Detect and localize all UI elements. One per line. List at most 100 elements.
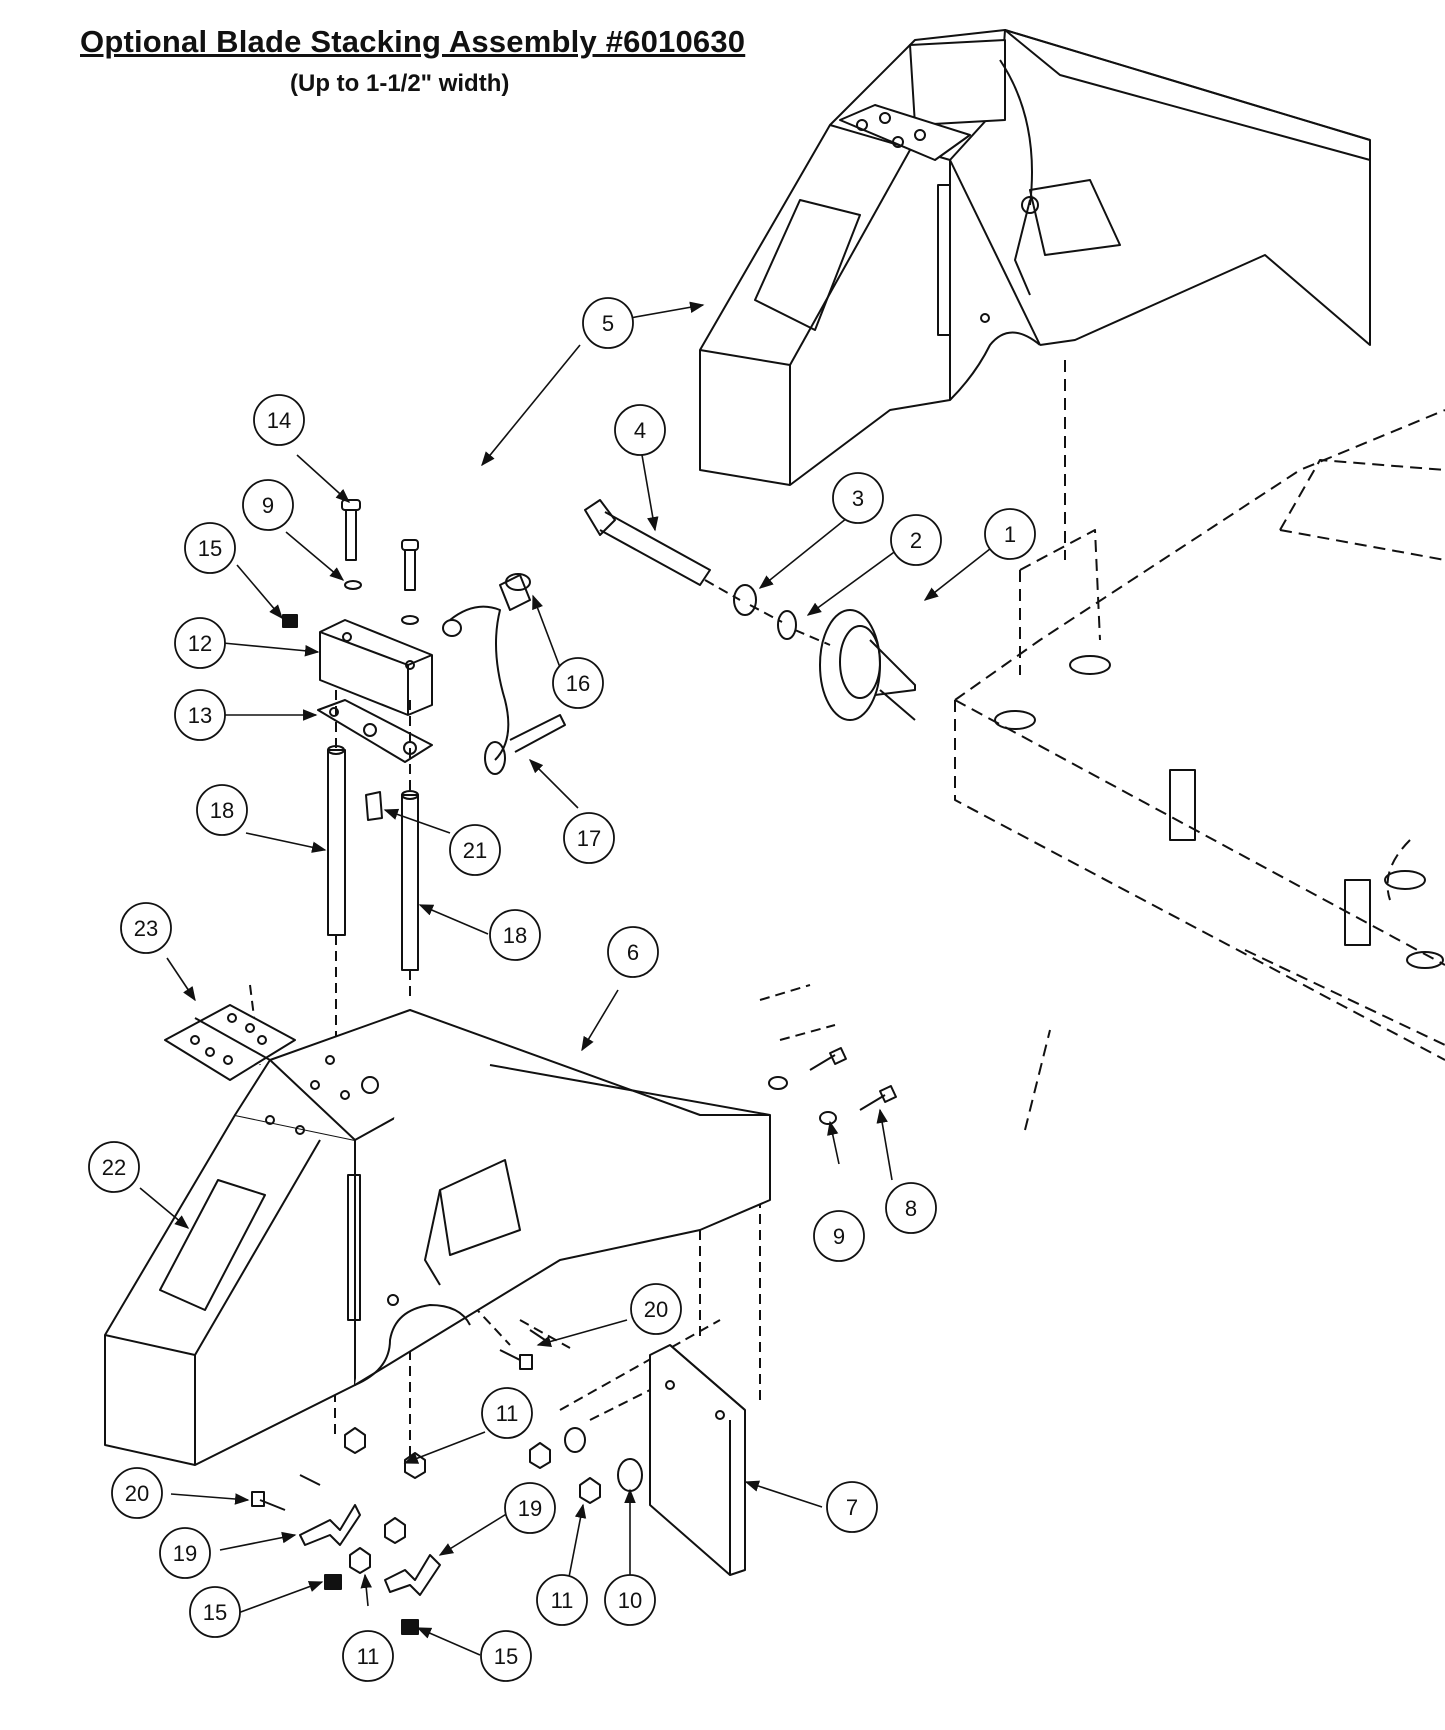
callout-9: 9 bbox=[242, 479, 294, 531]
callout-circle bbox=[174, 617, 226, 669]
callout-circle bbox=[582, 297, 634, 349]
callout-label: 19 bbox=[173, 1541, 197, 1566]
axis-line bbox=[704, 579, 741, 601]
callout-18: 18 bbox=[489, 909, 541, 961]
washer-10a bbox=[564, 1427, 586, 1453]
callout-label: 9 bbox=[833, 1224, 845, 1249]
callout-circle bbox=[630, 1283, 682, 1335]
arbor-flange bbox=[819, 609, 916, 721]
callout-label: 7 bbox=[846, 1495, 858, 1520]
callout-label: 8 bbox=[905, 1196, 917, 1221]
callout-circle bbox=[342, 1630, 394, 1682]
hinge-23 bbox=[164, 1004, 296, 1081]
callout-circle bbox=[111, 1467, 163, 1519]
callout-circle bbox=[885, 1182, 937, 1234]
callout-label: 15 bbox=[494, 1644, 518, 1669]
frame-details bbox=[994, 655, 1444, 969]
stacking-block bbox=[319, 619, 433, 716]
callout-circle bbox=[120, 902, 172, 954]
callout-label: 23 bbox=[134, 916, 158, 941]
callout-label: 3 bbox=[852, 486, 864, 511]
clamp-19a bbox=[299, 1504, 361, 1546]
page-title: Optional Blade Stacking Assembly #601063… bbox=[80, 24, 746, 59]
bolt-14b bbox=[401, 539, 419, 591]
callout-15: 15 bbox=[480, 1630, 532, 1682]
callout-circle bbox=[832, 472, 884, 524]
callout-circle bbox=[984, 508, 1036, 560]
callout-label: 10 bbox=[618, 1588, 642, 1613]
callout-11: 11 bbox=[481, 1387, 533, 1439]
callout-circle bbox=[563, 812, 615, 864]
callout-circle bbox=[196, 784, 248, 836]
stacking-plate bbox=[317, 699, 433, 763]
callout-19: 19 bbox=[504, 1482, 556, 1534]
washer-2 bbox=[777, 610, 797, 640]
callout-label: 5 bbox=[602, 311, 614, 336]
callout-label: 6 bbox=[627, 940, 639, 965]
callout-label: 11 bbox=[496, 1401, 519, 1426]
callout-20: 20 bbox=[111, 1467, 163, 1519]
callout-1: 1 bbox=[984, 508, 1036, 560]
callout-14: 14 bbox=[253, 394, 305, 446]
callout-15: 15 bbox=[189, 1586, 241, 1638]
clamp-19b bbox=[384, 1554, 441, 1596]
callout-label: 2 bbox=[910, 528, 922, 553]
callout-label: 18 bbox=[503, 923, 527, 948]
callout-circle bbox=[826, 1481, 878, 1533]
callout-circle bbox=[184, 522, 236, 574]
saw-frame-reference bbox=[954, 360, 1445, 1131]
callout-circle bbox=[552, 657, 604, 709]
callout-label: 9 bbox=[262, 493, 274, 518]
callout-circle bbox=[449, 824, 501, 876]
callout-circle bbox=[481, 1387, 533, 1439]
arbor-bolt bbox=[584, 499, 711, 586]
callout-label: 20 bbox=[125, 1481, 149, 1506]
callout-label: 15 bbox=[203, 1600, 227, 1625]
callout-13: 13 bbox=[174, 689, 226, 741]
callout-15: 15 bbox=[184, 522, 236, 574]
leader-lines bbox=[139, 301, 996, 1656]
callout-11: 11 bbox=[536, 1574, 588, 1626]
callout-label: 17 bbox=[577, 826, 601, 851]
callout-21: 21 bbox=[449, 824, 501, 876]
callout-circle bbox=[813, 1210, 865, 1262]
callout-4: 4 bbox=[614, 404, 666, 456]
callout-label: 13 bbox=[188, 703, 212, 728]
callout-9: 9 bbox=[813, 1210, 865, 1262]
callout-23: 23 bbox=[120, 902, 172, 954]
pin-18-left bbox=[327, 745, 346, 936]
callout-17: 17 bbox=[563, 812, 615, 864]
callout-label: 11 bbox=[551, 1588, 574, 1613]
callout-7: 7 bbox=[826, 1481, 878, 1533]
bolt-8-upper bbox=[768, 1047, 847, 1090]
pin-18-right bbox=[401, 790, 419, 971]
callout-circle bbox=[504, 1482, 556, 1534]
callout-label: 15 bbox=[198, 536, 222, 561]
callout-label: 14 bbox=[267, 408, 291, 433]
cover-plate-7 bbox=[649, 1344, 746, 1576]
callout-19: 19 bbox=[159, 1527, 211, 1579]
callout-3: 3 bbox=[832, 472, 884, 524]
callout-circle bbox=[607, 926, 659, 978]
callout-5: 5 bbox=[582, 297, 634, 349]
callout-6: 6 bbox=[607, 926, 659, 978]
bolt-8-lower bbox=[819, 1085, 897, 1125]
callout-circle bbox=[242, 479, 294, 531]
callout-circle bbox=[536, 1574, 588, 1626]
callout-label: 22 bbox=[102, 1155, 126, 1180]
callout-circle bbox=[189, 1586, 241, 1638]
callout-2: 2 bbox=[890, 514, 942, 566]
callout-circle bbox=[604, 1574, 656, 1626]
bolt-14 bbox=[341, 499, 361, 561]
callout-16: 16 bbox=[552, 657, 604, 709]
callout-label: 20 bbox=[644, 1297, 668, 1322]
fitting-21 bbox=[365, 791, 383, 821]
callout-circle bbox=[253, 394, 305, 446]
callout-20: 20 bbox=[630, 1283, 682, 1335]
callout-18: 18 bbox=[196, 784, 248, 836]
lanyard-pin bbox=[442, 573, 566, 775]
page-subtitle: (Up to 1-1/2" width) bbox=[290, 70, 510, 97]
washer-3 bbox=[733, 584, 757, 616]
